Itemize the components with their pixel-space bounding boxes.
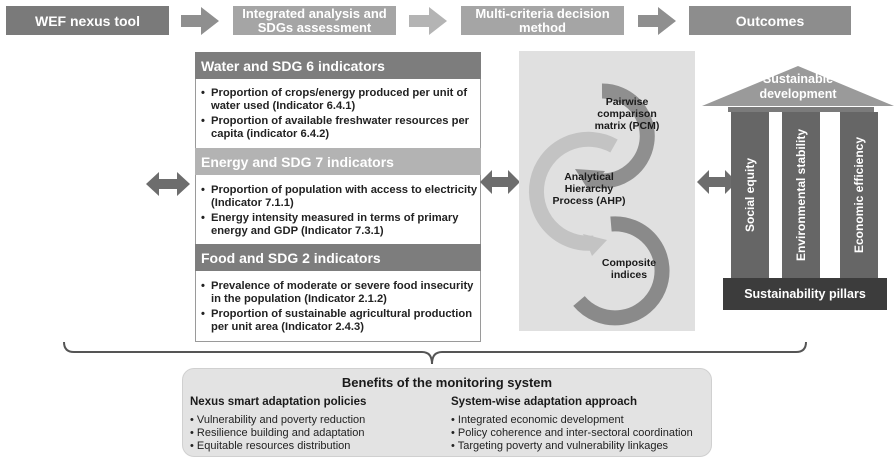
roof-label: Sustainable development <box>759 72 837 101</box>
stage-label: Multi-criteria decision method <box>475 5 610 35</box>
nexus-policies-heading: Nexus smart adaptation policies <box>190 396 367 408</box>
food-indicators-list: Prevalence of moderate or severe food in… <box>200 280 478 336</box>
cycle-arc <box>586 83 655 189</box>
double-arrow-icon <box>146 172 190 196</box>
temple-base: Sustainability pillars <box>723 278 887 310</box>
composite-label: Composite indices <box>601 257 657 281</box>
curly-brace <box>63 341 807 365</box>
stage-wef-nexus-tool: WEF nexus tool <box>6 6 169 35</box>
list-item-text: Integrated economic development <box>457 414 624 426</box>
double-arrow-icon <box>480 170 520 194</box>
cycle-arrowhead-icon <box>575 169 605 191</box>
indicator-item: Energy intensity measured in terms of pr… <box>200 212 478 238</box>
pillar-social-equity: Social equity <box>731 112 769 278</box>
base-label: Sustainability pillars <box>744 287 866 301</box>
pillar-economic-efficiency: Economic efficiency <box>840 112 878 278</box>
cycle-arrowhead-icon <box>583 234 607 256</box>
cycle-arc <box>573 216 670 326</box>
pillar-environmental-stability: Environmental stability <box>782 112 820 278</box>
list-item: • Integrated economic development <box>451 414 624 426</box>
list-item: • Policy coherence and inter-sectoral co… <box>451 427 693 439</box>
temple-roof <box>702 66 894 106</box>
list-item-text: Policy coherence and inter-sectoral coor… <box>457 427 693 439</box>
pcm-label: Pairwise comparison matrix (PCM) <box>594 96 660 132</box>
energy-indicators-header: Energy and SDG 7 indicators <box>195 148 481 175</box>
benefits-box <box>182 368 712 457</box>
stage-outcomes: Outcomes <box>689 6 851 35</box>
flow-arrow-icon <box>638 7 676 35</box>
list-item-text: Vulnerability and poverty reduction <box>196 414 366 426</box>
double-arrow-icon <box>697 170 737 194</box>
pillar-label: Economic efficiency <box>852 136 867 254</box>
list-item-text: Resilience building and adaptation <box>196 427 365 439</box>
indicator-item: Proportion of crops/energy produced per … <box>200 87 478 113</box>
cycle-diagram <box>528 83 670 326</box>
list-item-text: Targeting poverty and vulnerability link… <box>457 440 669 452</box>
system-wise-heading: System-wise adaptation approach <box>451 396 637 408</box>
flow-arrow-icon <box>181 7 219 35</box>
energy-indicators-list: Proportion of population with access to … <box>200 184 478 240</box>
list-item: • Resilience building and adaptation <box>190 427 365 439</box>
list-item: • Targeting poverty and vulnerability li… <box>451 440 669 452</box>
indicator-item: Proportion of available freshwater resou… <box>200 115 478 141</box>
header-label: Energy and SDG 7 indicators <box>201 153 394 170</box>
food-indicators-header: Food and SDG 2 indicators <box>195 244 481 271</box>
ahp-label: Analytical Hierarchy Process (AHP) <box>552 171 626 207</box>
nexus-policies-list: • Vulnerability and poverty reduction • … <box>190 414 440 453</box>
stage-label: WEF nexus tool <box>35 12 140 29</box>
architrave <box>728 107 874 112</box>
stage-integrated-analysis: Integrated analysis and SDGs assessment <box>233 6 396 35</box>
list-item: • Equitable resources distribution <box>190 440 351 452</box>
benefits-title: Benefits of the monitoring system <box>341 375 553 390</box>
indicator-item: Proportion of population with access to … <box>200 184 478 210</box>
pillar-label: Social equity <box>743 157 757 233</box>
list-item: • Vulnerability and poverty reduction <box>190 414 366 426</box>
pillar-label: Environmental stability <box>794 128 808 262</box>
system-wise-list: • Integrated economic development • Poli… <box>451 414 709 453</box>
list-item-text: Equitable resources distribution <box>196 440 351 452</box>
indicator-item: Proportion of sustainable agricultural p… <box>200 308 478 334</box>
header-label: Food and SDG 2 indicators <box>201 249 381 266</box>
stage-label: Integrated analysis and SDGs assessment <box>242 5 387 35</box>
header-label: Water and SDG 6 indicators <box>201 57 385 74</box>
water-indicators-header: Water and SDG 6 indicators <box>195 52 481 79</box>
stage-label: Outcomes <box>735 12 805 29</box>
stage-multi-criteria: Multi-criteria decision method <box>461 6 624 35</box>
indicator-item: Prevalence of moderate or severe food in… <box>200 280 478 306</box>
water-indicators-list: Proportion of crops/energy produced per … <box>200 87 478 143</box>
cycle-arc <box>528 131 618 251</box>
flow-arrow-icon <box>409 7 447 35</box>
